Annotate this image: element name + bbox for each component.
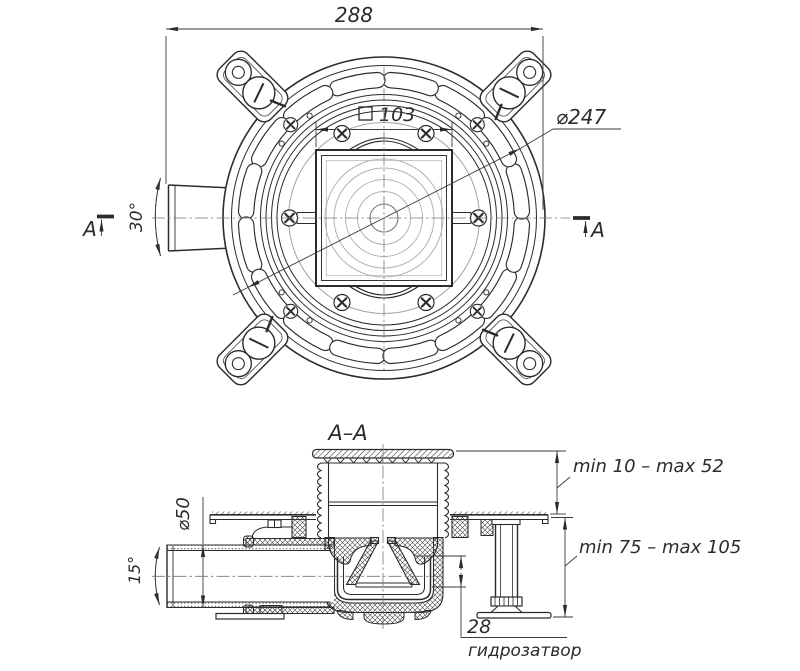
dim-pipe-angle-label: 15° <box>125 556 144 584</box>
flange-slots <box>237 71 531 365</box>
seal-and-funnel <box>327 536 439 586</box>
dim-inlet-angle-label: 30° <box>127 202 147 232</box>
dim-leg-height-label: min 75 – max 105 <box>579 537 741 558</box>
flange-inner-edge <box>231 65 537 371</box>
ring-screws <box>278 112 490 324</box>
section-mark-left: A <box>81 214 114 241</box>
dim-inlet-angle: 30° <box>127 177 161 257</box>
clamp-blocks <box>291 515 469 539</box>
flange-screw <box>251 519 292 539</box>
section-title: A–A <box>326 421 367 445</box>
dim-overall-width-label: 288 <box>335 3 373 27</box>
dim-seal-height: 28 гидрозатвор <box>416 555 582 661</box>
leveling-leg <box>476 518 552 619</box>
centerlines-section <box>152 444 443 630</box>
left-foot-tab <box>215 605 285 620</box>
section-view: A–A <box>125 421 741 661</box>
top-view: 103 288 ⌀247 30° A A <box>81 3 621 390</box>
dim-seal-height-label: 28 <box>467 616 491 638</box>
dim-grate-size: 103 <box>315 104 453 147</box>
dim-pipe-diameter-label: ⌀50 <box>173 497 194 531</box>
dim-flange-diameter-label: ⌀247 <box>556 105 606 129</box>
dim-grate-size-label: 103 <box>379 104 415 126</box>
seal-note-label: гидрозатвор <box>468 641 582 661</box>
centerlines-top <box>152 67 570 370</box>
dim-flange-diameter: ⌀247 <box>232 105 621 296</box>
dim-leg-height: min 75 – max 105 <box>551 517 741 618</box>
section-letter-right: A <box>589 218 605 242</box>
bowl-ribs <box>336 610 432 625</box>
dim-install-depth-label: min 10 – max 52 <box>573 456 724 477</box>
section-mark-right: A <box>573 216 605 242</box>
dim-overall-width: 288 <box>165 3 544 210</box>
telescopic-box <box>316 462 450 539</box>
dim-install-depth: min 10 – max 52 <box>456 450 724 515</box>
seal-cup <box>336 557 432 601</box>
section-letter-left: A <box>81 217 97 241</box>
